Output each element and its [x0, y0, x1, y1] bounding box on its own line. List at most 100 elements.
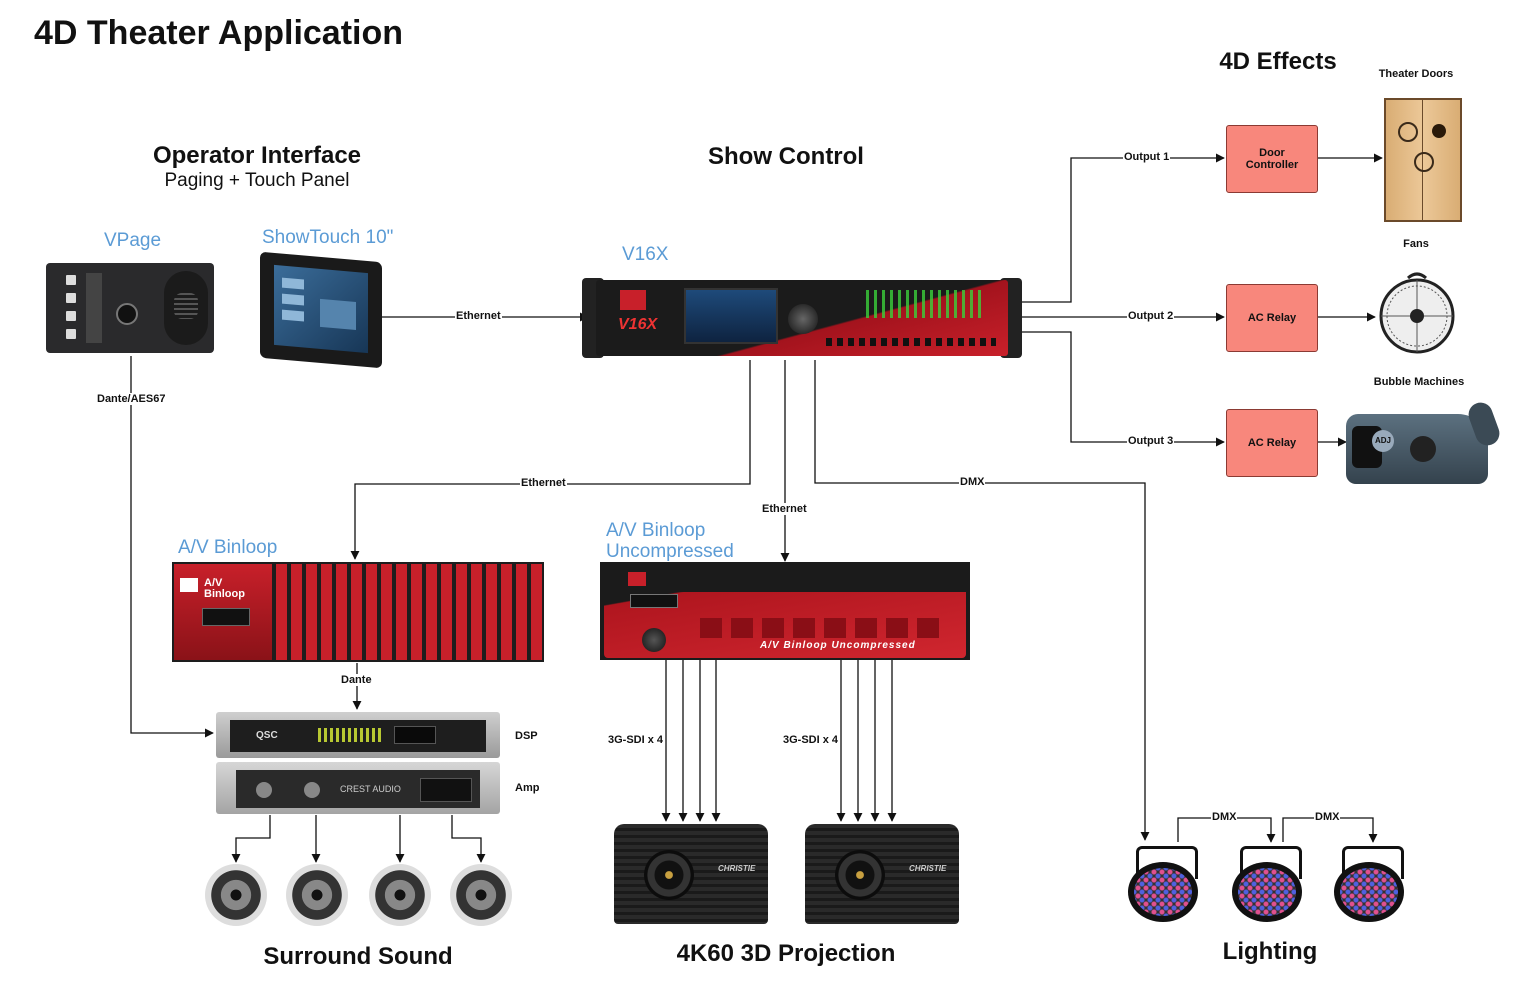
porthole-icon — [1414, 152, 1434, 172]
christie-logo: CHRISTIE — [718, 864, 756, 873]
christie-logo: CHRISTIE — [909, 864, 947, 873]
microphone-grille-icon — [174, 293, 198, 319]
v16x-knob — [788, 304, 818, 334]
connection-label-3g-sdi: 3G-SDI x 4 — [607, 734, 665, 746]
connection-label-output-3: Output 3 — [1127, 435, 1175, 447]
amp-label: Amp — [515, 782, 540, 794]
binloop-player-cards — [276, 564, 542, 660]
binloop-uncompressed-banner: A/V Binloop Uncompressed — [760, 640, 916, 651]
binloop-brand: A/V Binloop — [204, 578, 245, 600]
connection-label-ethernet: Ethernet — [520, 477, 567, 489]
par-light-image — [1334, 846, 1406, 924]
vpage-button — [66, 275, 76, 285]
binloop-uncompressed-label: A/V Binloop Uncompressed — [606, 520, 734, 562]
porthole-icon — [1432, 124, 1446, 138]
touch-screen-button — [282, 309, 304, 322]
connection-label-ethernet: Ethernet — [455, 310, 502, 322]
qsc-logo: QSC — [256, 730, 278, 741]
binloop-brand-line2: Binloop — [204, 588, 245, 600]
vpage-device — [46, 263, 214, 353]
touch-screen — [274, 264, 368, 354]
bubble-machines-label: Bubble Machines — [1373, 376, 1465, 388]
projector-lens-icon — [644, 850, 694, 900]
touch-screen-button — [282, 277, 304, 290]
binloop-uncompressed-label-line2: Uncompressed — [606, 541, 734, 562]
fan-icon — [1379, 272, 1455, 354]
v16x-label: V16X — [622, 244, 669, 265]
vpage-button — [66, 311, 76, 321]
ac-relay-box: AC Relay — [1226, 284, 1318, 352]
touch-screen-panel — [320, 298, 356, 331]
binloop-uncompressed-slots — [700, 618, 940, 638]
alcorn-logo — [628, 572, 646, 586]
v16x-brand-text: V16X — [618, 316, 658, 333]
alcorn-logo — [180, 578, 198, 592]
speaker-icon — [450, 864, 512, 926]
effects-title: 4D Effects — [1219, 48, 1337, 75]
dsp-front-panel: QSC — [230, 720, 486, 752]
page-title: 4D Theater Application — [34, 14, 404, 52]
light-body — [1128, 862, 1198, 922]
binloop-brand-line1: A/V — [204, 577, 223, 589]
led-array-icon — [1238, 868, 1296, 916]
projector-image: CHRISTIE — [805, 824, 959, 924]
projector-lens-icon — [835, 850, 885, 900]
amp-knob — [304, 782, 320, 798]
binloop-display — [202, 608, 250, 626]
connection-label-dmx: DMX — [959, 476, 986, 488]
crest-logo: CREST AUDIO — [340, 784, 401, 794]
speaker-icon — [369, 864, 431, 926]
theater-doors-label: Theater Doors — [1378, 68, 1454, 80]
dsp-screen — [394, 726, 436, 744]
amp-display — [420, 778, 472, 802]
connection-label-ethernet: Ethernet — [761, 503, 808, 515]
amp-device: CREST AUDIO — [216, 762, 500, 814]
connection-label-dante: Dante — [340, 674, 373, 686]
par-light-image — [1128, 846, 1200, 924]
binloop-uncompressed-display — [630, 594, 678, 608]
touch-screen-button — [282, 293, 304, 306]
lighting-title: Lighting — [1222, 938, 1318, 965]
porthole-icon — [1398, 122, 1418, 142]
vpage-labels — [86, 273, 102, 343]
show-control-title: Show Control — [708, 143, 864, 170]
connection-label-dmx: DMX — [1211, 811, 1238, 823]
operator-interface-subtitle: Paging + Touch Panel — [164, 170, 350, 191]
showtouch-label: ShowTouch 10" — [262, 227, 394, 248]
binloop-device: A/V Binloop — [172, 562, 544, 662]
vpage-button — [66, 293, 76, 303]
dsp-meters — [318, 728, 384, 742]
fans-label: Fans — [1403, 238, 1429, 250]
surround-sound-title: Surround Sound — [263, 943, 453, 970]
v16x-front-panel: V16X — [596, 280, 1008, 356]
vpage-microphone — [164, 271, 208, 345]
light-yoke — [1342, 846, 1404, 879]
binloop-controller-card: A/V Binloop — [174, 564, 272, 660]
binloop-uncompressed-label-line1: A/V Binloop — [606, 520, 706, 541]
connection-label-output-1: Output 1 — [1123, 151, 1171, 163]
door-controller-label-line2: Controller — [1245, 159, 1299, 171]
amp-front-panel: CREST AUDIO — [236, 770, 480, 808]
light-yoke — [1240, 846, 1302, 879]
operator-interface-title: Operator Interface — [152, 142, 362, 169]
v16x-status-leds — [866, 290, 982, 318]
v16x-lcd — [684, 288, 778, 344]
speaker-icon — [286, 864, 348, 926]
projection-title: 4K60 3D Projection — [676, 940, 896, 967]
light-body — [1232, 862, 1302, 922]
bubble-nozzle — [1410, 436, 1436, 462]
par-light-image — [1232, 846, 1304, 924]
led-array-icon — [1340, 868, 1398, 916]
connection-label-dante-aes67: Dante/AES67 — [96, 393, 167, 405]
projector-image: CHRISTIE — [614, 824, 768, 924]
alcorn-logo — [620, 290, 646, 310]
vpage-button — [66, 329, 76, 339]
dsp-device: QSC — [216, 712, 500, 758]
theater-doors-image — [1384, 98, 1462, 222]
amp-knob — [256, 782, 272, 798]
fan-image — [1378, 272, 1456, 354]
ac-relay-box: AC Relay — [1226, 409, 1318, 477]
door-controller-label-line1: Door — [1259, 147, 1285, 159]
connection-label-dmx: DMX — [1314, 811, 1341, 823]
